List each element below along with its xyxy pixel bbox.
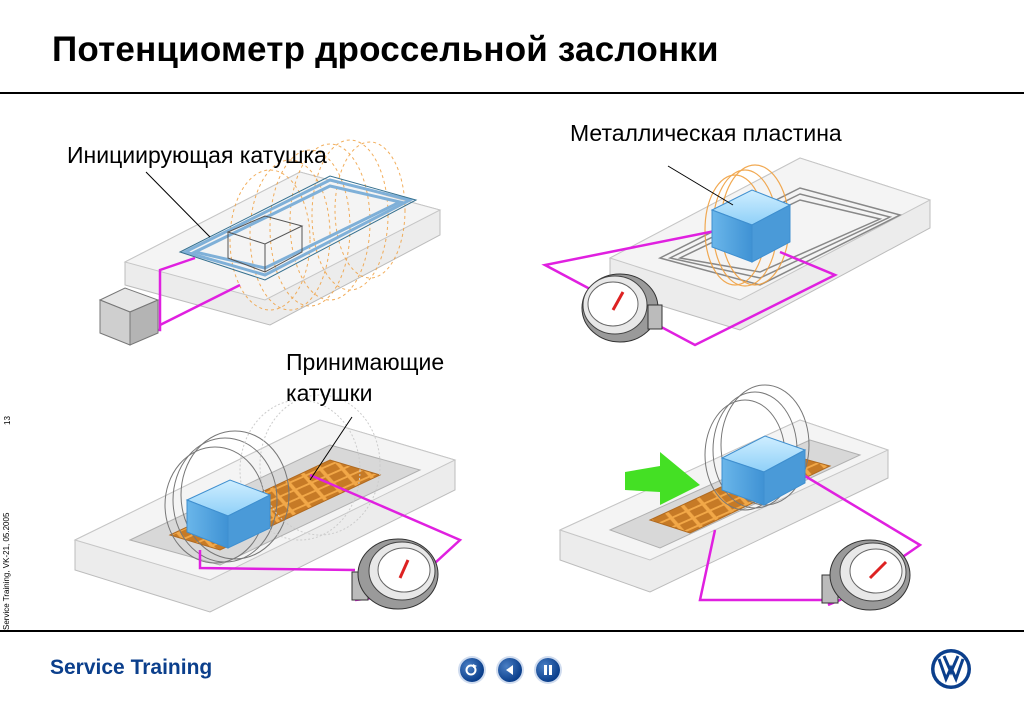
label-receiver-coils-line2: катушки xyxy=(286,380,373,406)
previous-button[interactable] xyxy=(498,658,522,682)
header-divider xyxy=(0,92,1024,94)
vw-logo xyxy=(931,649,971,689)
panel-receiver-coils xyxy=(73,394,463,613)
footer-divider xyxy=(0,630,1024,632)
pause-icon xyxy=(544,665,552,675)
label-exciter-coil: Инициирующая катушка xyxy=(67,142,327,168)
gauge-icon xyxy=(351,538,439,610)
panel-exciter-coil xyxy=(98,139,442,346)
label-metal-plate: Металлическая пластина xyxy=(570,120,842,146)
panel-metal-plate xyxy=(541,157,932,347)
gauge-icon xyxy=(821,539,911,611)
page-title: Потенциометр дроссельной заслонки xyxy=(52,30,719,69)
label-receiver-coils-line1: Принимающие xyxy=(286,349,445,375)
previous-icon xyxy=(506,665,513,675)
leader-lines xyxy=(145,165,734,481)
back-icon xyxy=(465,664,477,676)
pause-button[interactable] xyxy=(536,658,560,682)
panel-plate-movement xyxy=(558,384,923,611)
gauge-icon xyxy=(581,273,663,343)
arrow-right-icon xyxy=(625,452,700,505)
footer-brand: Service Training xyxy=(50,656,213,679)
back-button[interactable] xyxy=(460,658,484,682)
